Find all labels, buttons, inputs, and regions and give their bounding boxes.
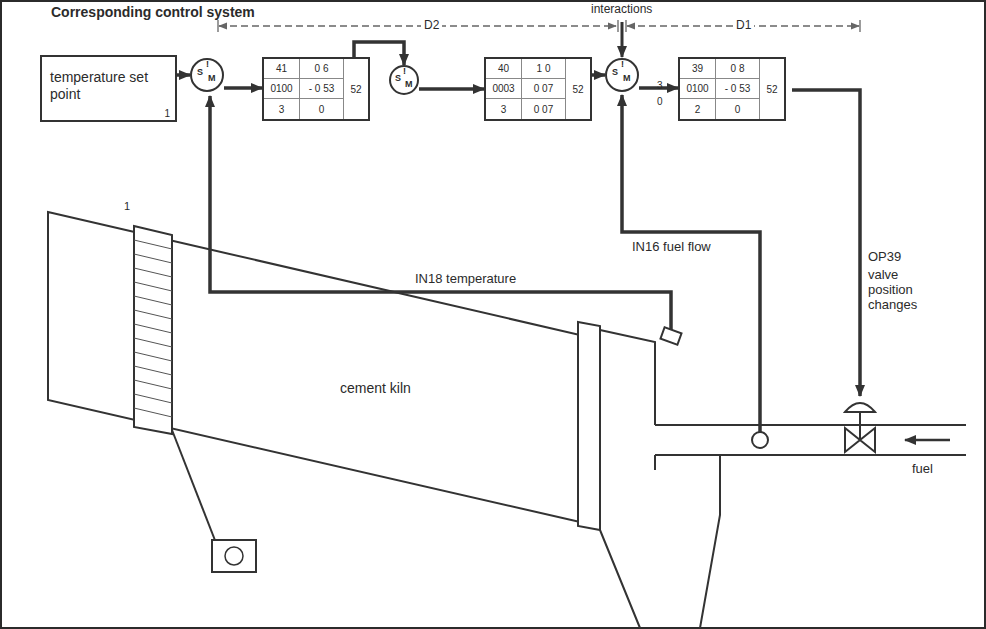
- drive-motor: [212, 540, 256, 572]
- kiln-drum: [48, 212, 580, 522]
- parameter-cell: 1 0: [522, 59, 566, 79]
- parameter-cell: 39: [680, 59, 716, 79]
- parameter-cell: 52: [344, 59, 368, 119]
- controller-block: 390 80100- 0 5352 20: [678, 57, 786, 121]
- controller-block: 410 60100- 0 5352 30: [262, 57, 370, 121]
- parameter-cell: 0 07: [522, 99, 566, 119]
- fuel-flow-feedback-line: [622, 95, 760, 432]
- parameter-cell: 0 8: [716, 59, 760, 79]
- valve-body: [860, 428, 875, 452]
- temperature-feedback-line: [210, 96, 671, 330]
- junction-sign: S: [612, 67, 618, 77]
- junction-sign: !: [621, 59, 624, 69]
- parameter-cell: 0003: [486, 79, 522, 99]
- parameter-cell: 41: [264, 59, 300, 79]
- junction-sign: M: [208, 73, 216, 83]
- valve-output-line: [792, 90, 860, 396]
- junction-sign: S: [197, 67, 203, 77]
- controller-block: 401 000030 0752 30 07: [484, 57, 592, 121]
- kiln-seal: [578, 322, 600, 530]
- junction-sign: S: [395, 73, 401, 83]
- flow-direction-arrow: [905, 439, 950, 442]
- signal-name: OP39: [868, 250, 901, 265]
- summing-junction: S! M: [389, 65, 419, 95]
- junction-sign: !: [206, 59, 209, 69]
- parameter-cell: 0100: [680, 79, 716, 99]
- flow-meter: [752, 432, 768, 448]
- signal-label: interactions: [591, 3, 652, 17]
- fuel-pipe: [655, 425, 966, 455]
- signal-name: IN18 temperature: [415, 272, 516, 287]
- parameter-cell: 52: [760, 59, 784, 119]
- parameter-cell: - 0 53: [716, 79, 760, 99]
- hood-chute: [600, 455, 720, 628]
- junction-sign: !: [403, 66, 406, 76]
- parameter-cell: 2: [680, 99, 716, 119]
- junction-sign: M: [623, 73, 631, 83]
- parameter-cell: 40: [486, 59, 522, 79]
- summing-junction: S! M: [605, 58, 639, 92]
- parameter-cell: 3: [486, 99, 522, 119]
- parameter-cell: 0: [300, 99, 344, 119]
- gain-label: 0: [657, 96, 663, 108]
- dimension-label: D2: [421, 19, 442, 33]
- parameter-cell: 52: [566, 59, 590, 119]
- dimension-line: [218, 20, 860, 32]
- firing-hood: [600, 330, 655, 425]
- interaction-arrow: [621, 22, 624, 57]
- tyre-hatch: [134, 240, 172, 417]
- callout-number: 1: [124, 200, 130, 213]
- drive-link: [172, 430, 218, 548]
- kiln-tyre: [134, 226, 172, 434]
- valve-body: [845, 428, 860, 452]
- signal-connector: [177, 73, 190, 77]
- medium-label: fuel: [912, 462, 933, 477]
- junction-sign: M: [405, 79, 413, 89]
- signal-connector: [419, 87, 484, 91]
- signal-connector: [224, 86, 262, 90]
- summing-junction: S! M: [190, 58, 224, 92]
- gain-label: 3: [657, 80, 663, 92]
- equipment-label: cement kiln: [340, 380, 411, 396]
- signal-description: valve position changes: [868, 268, 940, 313]
- parameter-cell: 0: [716, 99, 760, 119]
- parameter-cell: 0 6: [300, 59, 344, 79]
- dimension-label: D1: [733, 19, 754, 33]
- setpoint-box: temperature set point 1: [40, 55, 177, 122]
- parameter-cell: 0 07: [522, 79, 566, 99]
- valve-stem: [859, 412, 861, 440]
- parameter-cell: 0100: [264, 79, 300, 99]
- box-label: temperature set point: [50, 69, 167, 103]
- motor-shaft: [225, 547, 243, 565]
- diagram-title: Corresponding control system: [48, 4, 258, 20]
- callout-number: 1: [164, 108, 170, 119]
- parameter-cell: - 0 53: [300, 79, 344, 99]
- valve-actuator: [845, 403, 875, 412]
- signal-connector: [592, 73, 605, 77]
- signal-name: IN16 fuel flow: [632, 240, 711, 255]
- parameter-cell: 3: [264, 99, 300, 119]
